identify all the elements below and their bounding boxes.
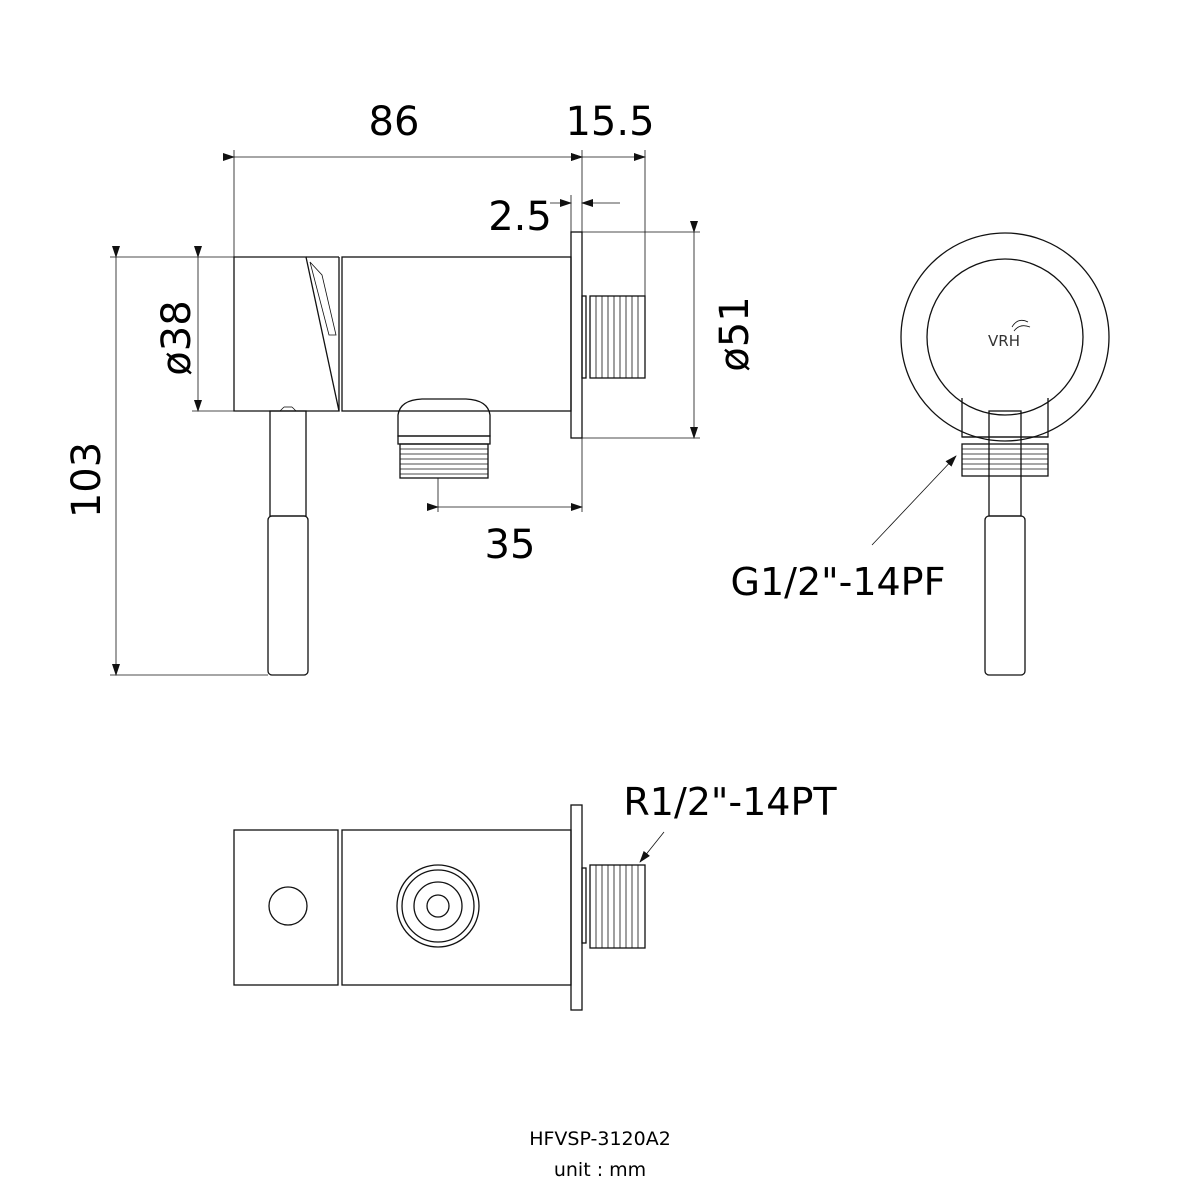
outlet-thread-lines <box>400 448 488 475</box>
dim-flange-2-5: 2.5 <box>488 194 552 240</box>
logo-wave-icon <box>1011 319 1029 328</box>
inlet-thread-lines <box>595 296 639 378</box>
side-thread-lines <box>962 448 1048 470</box>
dim-width-86: 86 <box>369 99 420 145</box>
thread-outlet-label: G1/2"-14PF <box>731 560 946 604</box>
front-view: 86 15.5 2.5 103 ø38 ø51 35 <box>64 99 758 676</box>
thread-inlet-label: R1/2"-14PT <box>623 780 837 824</box>
unit-label: unit : mm <box>554 1159 646 1181</box>
top-view: R1/2"-14PT <box>233 780 837 1011</box>
dim-diameter-51: ø51 <box>712 296 758 371</box>
dim-height-103: 103 <box>64 442 110 518</box>
model-number: HFVSP-3120A2 <box>529 1128 671 1150</box>
top-thread-lines <box>595 865 639 948</box>
side-view: VRH G1/2"-14PF <box>731 232 1110 676</box>
dim-diameter-38: ø38 <box>154 300 200 375</box>
dim-outlet-35: 35 <box>485 522 536 568</box>
dim-flange-15-5: 15.5 <box>565 99 654 145</box>
brand-logo: VRH <box>988 332 1020 350</box>
